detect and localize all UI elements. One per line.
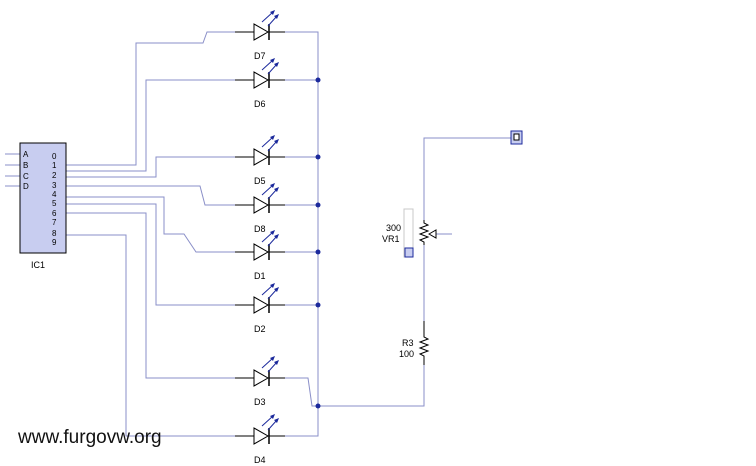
resistor-ref: R3 <box>402 338 414 348</box>
pot-slider-thumb <box>404 247 414 258</box>
wire-bus-r3 <box>318 365 425 407</box>
junction-dot <box>315 249 321 255</box>
watermark: www.furgovw.org <box>17 427 162 448</box>
led-d8: D8 <box>235 183 285 234</box>
wire-out1-d6 <box>66 79 235 172</box>
wire-cathode-bus <box>285 31 319 437</box>
led-label-d8: D8 <box>254 224 266 234</box>
led-label-d3: D3 <box>254 397 266 407</box>
resistor-value: 100 <box>399 349 414 359</box>
resistor-r3: R3 100 <box>399 321 430 365</box>
ic-output-pin-7: 7 <box>52 218 57 227</box>
junction-dot <box>315 202 321 208</box>
wire-out5-d2 <box>66 203 235 306</box>
led-d3: D3 <box>235 356 285 407</box>
wire-out2-d5 <box>66 156 235 178</box>
ic-output-pin-4: 4 <box>52 190 57 199</box>
junction-dot <box>315 403 321 409</box>
ic-output-pin-0: 0 <box>52 152 57 161</box>
led-label-d2: D2 <box>254 324 266 334</box>
junction-dots <box>315 77 321 409</box>
wire-out4-d1 <box>66 196 235 253</box>
wire-out6-d3 <box>66 212 235 379</box>
ic1-body <box>19 142 67 254</box>
ic-output-pin-2: 2 <box>52 171 57 180</box>
led-label-d1: D1 <box>254 271 266 281</box>
led-label-d5: D5 <box>254 176 266 186</box>
ic-input-pin-a: A <box>23 150 29 159</box>
ic-input-pin-d: D <box>23 182 29 191</box>
led-label-d6: D6 <box>254 99 266 109</box>
junction-dot <box>315 154 321 160</box>
led-d2: D2 <box>235 283 285 334</box>
supply-terminal <box>510 130 523 145</box>
junction-dot <box>315 77 321 83</box>
pot-value: 300 <box>386 223 401 233</box>
junction-dot <box>315 302 321 308</box>
pot-wiper-arrow <box>427 229 437 239</box>
led-label-d7: D7 <box>254 51 266 61</box>
wire-out8-d4 <box>66 234 235 437</box>
ic-output-pin-3: 3 <box>52 181 57 190</box>
wires <box>5 31 511 437</box>
resistor-zigzag <box>418 321 430 365</box>
wire-out3-d8 <box>66 185 235 206</box>
ic-output-pin-8: 8 <box>52 229 57 238</box>
led-d1: D1 <box>235 230 285 281</box>
pot-zigzag <box>418 220 430 245</box>
wire-out0-d7 <box>66 31 235 166</box>
led-d6: D6 <box>235 58 285 109</box>
potentiometer-vr1: 300 VR1 <box>382 208 437 258</box>
ic-output-pin-6: 6 <box>52 209 57 218</box>
ic-output-pin-1: 1 <box>52 161 57 170</box>
led-label-d4: D4 <box>254 455 266 465</box>
wire-vr1-supply <box>423 137 511 220</box>
ic-output-pin-9: 9 <box>52 238 57 247</box>
ic-input-pin-b: B <box>23 161 28 170</box>
led-d5: D5 <box>235 135 285 186</box>
ic1-label: IC1 <box>31 260 45 270</box>
led-d4: D4 <box>235 414 285 465</box>
wire-d3-bus <box>285 377 318 407</box>
led-d7: D7 <box>235 10 285 61</box>
ic-output-pin-5: 5 <box>52 199 57 208</box>
pot-ref: VR1 <box>382 234 400 244</box>
ic-input-pin-c: C <box>23 172 29 181</box>
